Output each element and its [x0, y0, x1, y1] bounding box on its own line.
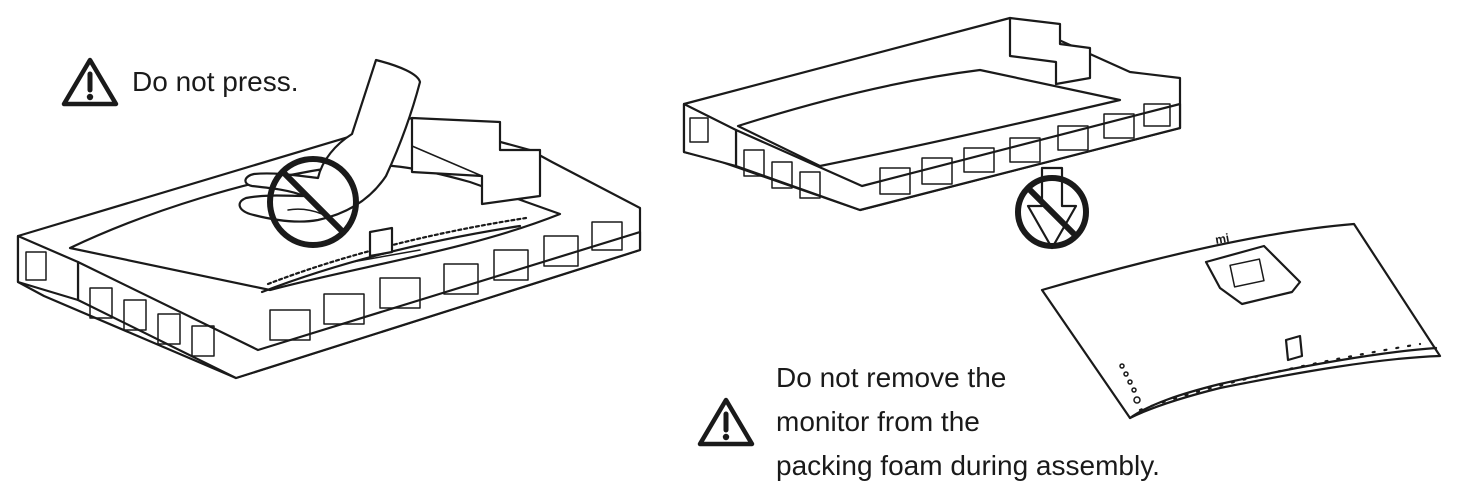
- prohibition-icon: [267, 156, 359, 248]
- hand-illustration: [238, 58, 422, 223]
- empty-foam-tray: [682, 16, 1182, 212]
- foam-tray-with-monitor: [16, 116, 642, 380]
- warning-text-do-not-press: Do not press.: [132, 66, 299, 97]
- warning-line: Do not remove the: [776, 362, 1007, 393]
- warning-triangle-icon: [61, 57, 119, 107]
- warning-triangle-icon: [697, 397, 755, 447]
- warning-line: packing foam during assembly.: [776, 450, 1160, 481]
- warning-line: monitor from the: [776, 406, 980, 437]
- prohibition-icon: [1015, 175, 1089, 249]
- brand-logo: mi: [1214, 231, 1230, 247]
- curved-monitor-back: [1040, 222, 1442, 420]
- warning-text-do-not-remove: Do not remove the monitor from the packi…: [776, 356, 1160, 488]
